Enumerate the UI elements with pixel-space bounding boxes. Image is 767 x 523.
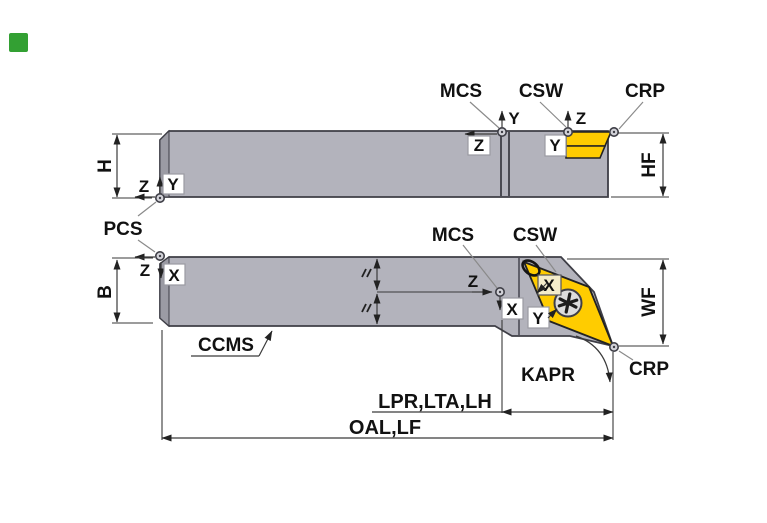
lpr-dim-label: LPR,LTA,LH [378,391,492,413]
insert-screw [553,288,583,318]
mcs-z-axis-label: Z [474,136,484,155]
hf-dim-label: HF [639,152,660,177]
crp-leader-plan [618,350,634,361]
ccms-leader-arrow [258,330,273,357]
mcs-x-axis-label: X [506,300,518,319]
clamp-hole [521,259,541,277]
kapr-angle-arc [575,335,613,383]
equal-mark [361,268,372,313]
crp-leader [618,101,644,130]
crp-label-plan: CRP [629,359,669,380]
screw-center [565,300,571,306]
overall-dimensions: LPR,LTA,LH OAL,LF [161,320,614,442]
pcs-z-axis-label: Z [139,177,149,196]
top-view: Y Z Y Z MCS CSW CRP H HF [95,81,669,204]
bottom-view: X Y Z X Z X MCS [95,225,669,386]
mcs-y-axis-label: Y [508,109,520,128]
pcs-leader-lower [137,239,156,253]
csw-leader [539,101,567,128]
pcs-y-label-box [162,173,185,195]
csw-point-dot [566,130,570,134]
csw-label-plan: CSW [513,225,557,246]
insert-side-bottom-band [565,145,607,159]
mcs-point-plan-dot [498,290,502,294]
mcs-z-label-box [467,135,491,156]
pcs-point-plan-dot [158,254,162,258]
csw-y-axis-label-plan: Y [532,309,544,328]
csw-y-axis-arrow [547,308,558,319]
ccms-label: CCMS [198,335,254,356]
mcs-label: MCS [440,81,482,102]
equal-split-dimension [361,258,381,325]
mcs-leader [469,101,500,129]
csw-leader-plan [535,244,557,273]
oal-dim-label: OAL,LF [349,417,421,439]
crp-point-plan-dot [612,345,616,349]
csw-x-axis-label: X [543,276,555,295]
pcs-y-axis-label: Y [167,175,179,194]
csw-y-axis-label: Y [549,136,561,155]
pcs-leader-upper [137,201,157,217]
wf-dim-label: WF [639,287,660,317]
pcs-label: PCS [103,219,142,240]
mcs-point-dot [500,130,504,134]
csw-z-axis-label: Z [576,109,586,128]
pcs-callout: PCS [103,201,157,253]
pcs-x-label-box [163,263,186,286]
pcs-z-axis-label-plan: Z [140,261,150,280]
h-dim-label: H [95,159,116,173]
b-dim-label: B [95,285,116,299]
green-bullet-icon [9,33,28,52]
mcs-leader-plan [462,244,498,289]
csw-y-label-box [544,134,567,157]
shank-body-side [159,130,609,198]
mcs-label-plan: MCS [432,225,474,246]
kapr-label: KAPR [521,365,575,386]
mcs-x-label-box [501,297,524,320]
csw-label: CSW [519,81,563,102]
insert-side-top-band [565,131,613,147]
pcs-x-axis-label: X [168,266,180,285]
crp-label: CRP [625,81,665,102]
mcs-z-axis-label-plan: Z [468,272,478,291]
pcs-point-dot [158,196,162,200]
csw-x-axis-arrow [536,282,548,294]
crp-point-dot [612,130,616,134]
